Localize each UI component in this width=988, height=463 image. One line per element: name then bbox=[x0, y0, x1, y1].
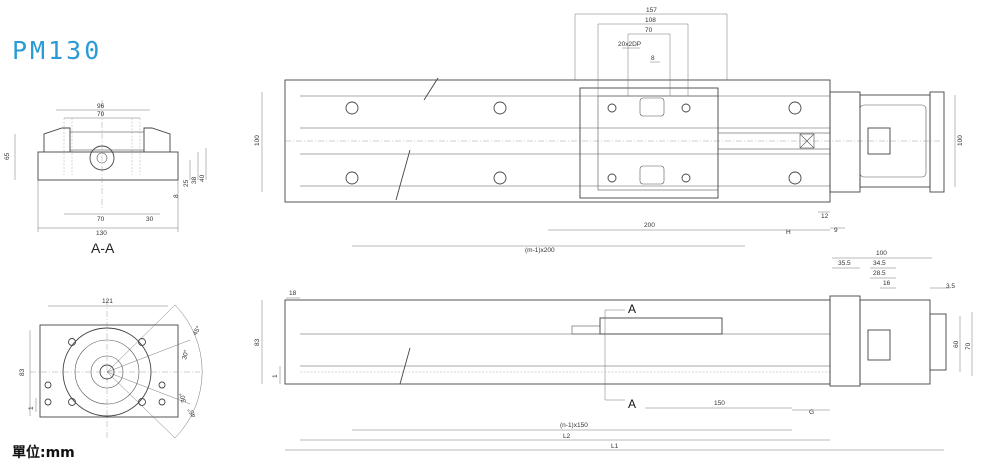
side-motor-flange bbox=[859, 299, 931, 385]
end-view-carriage bbox=[69, 131, 145, 151]
top-motor-inner bbox=[859, 104, 927, 178]
dim-text: 121 bbox=[102, 298, 113, 305]
end-view-hidden-lines bbox=[63, 118, 141, 175]
dim-text: 83 bbox=[19, 368, 26, 376]
dim-text: 38 bbox=[191, 176, 198, 184]
end-view-base bbox=[37, 151, 179, 181]
dim-text: 157 bbox=[646, 7, 657, 14]
dim-text: 130 bbox=[96, 230, 107, 237]
section-marker: A bbox=[628, 397, 636, 411]
top-rail-inner-lines bbox=[300, 95, 830, 187]
model-title: PM130 bbox=[12, 36, 103, 65]
dim-text: 70 bbox=[97, 216, 105, 223]
dim-text: 28.5 bbox=[873, 270, 886, 277]
dim-text: 83 bbox=[254, 338, 261, 346]
dim-text: 100 bbox=[254, 135, 261, 146]
side-carriage bbox=[599, 317, 723, 335]
top-end-cap bbox=[829, 91, 861, 193]
top-motor-body bbox=[929, 91, 945, 193]
dim-text: 30 bbox=[146, 216, 154, 223]
top-coupling-box bbox=[799, 133, 815, 149]
dim-text: 70 bbox=[97, 111, 105, 118]
dim-text: 34.5 bbox=[873, 260, 886, 267]
dim-text: L1 bbox=[611, 443, 619, 450]
end-view-side-walls bbox=[43, 127, 171, 152]
dim-text: 9 bbox=[834, 227, 838, 234]
flange-centerlines bbox=[30, 300, 200, 440]
top-carriage-inner bbox=[597, 95, 719, 191]
flange-angle-arc bbox=[174, 304, 203, 439]
side-carriage-cap bbox=[571, 325, 601, 335]
dim-text: 100 bbox=[957, 135, 964, 146]
side-dimension-lines bbox=[261, 257, 973, 451]
dim-text: (n-1)x150 bbox=[560, 422, 588, 429]
dim-text: 30° bbox=[180, 349, 190, 361]
dim-text: 200 bbox=[644, 222, 655, 229]
side-motor-shaft bbox=[867, 329, 891, 361]
flange-bolt-marks bbox=[44, 338, 166, 406]
dim-text: 16 bbox=[883, 280, 891, 287]
top-carriage bbox=[579, 87, 719, 199]
dim-text: 96 bbox=[97, 103, 105, 110]
dim-text: 20x2DP bbox=[618, 41, 641, 48]
flange-outline bbox=[39, 324, 179, 418]
dim-text: 45° bbox=[186, 406, 198, 419]
side-end-cap bbox=[829, 295, 861, 387]
flange-dimension-lines bbox=[29, 305, 168, 416]
dim-text: 60 bbox=[953, 340, 960, 348]
dim-text: 25 bbox=[183, 179, 190, 187]
dim-text: 1 bbox=[272, 374, 279, 378]
top-view: 157 108 70 20x2DP 8 100 100 200 (m-1)x20… bbox=[254, 7, 964, 254]
top-dimension-lines bbox=[261, 13, 956, 247]
side-rail-inner-lines bbox=[300, 333, 830, 367]
dim-text: 108 bbox=[645, 17, 656, 24]
dim-text: 8 bbox=[173, 194, 180, 198]
top-mount-holes bbox=[345, 101, 802, 185]
flange-view: 121 83 45° 30° 30° 45° 1 bbox=[19, 298, 203, 440]
dim-text: L2 bbox=[563, 433, 571, 440]
top-break-lines bbox=[395, 77, 439, 201]
dim-text: 70 bbox=[965, 342, 972, 350]
end-view: 96 70 65 70 30 130 25 38 40 8 bbox=[4, 100, 207, 237]
side-view: A A 18 83 1 100 35.5 34.5 28.5 16 3.5 60… bbox=[254, 250, 973, 451]
dim-text: (m-1)x200 bbox=[525, 247, 555, 254]
section-cut-line bbox=[604, 309, 625, 401]
dim-text: 1 bbox=[28, 406, 35, 410]
side-rail-body bbox=[284, 299, 831, 385]
top-motor-shaft bbox=[867, 127, 891, 155]
section-marker: A bbox=[628, 302, 636, 316]
dim-text: 65 bbox=[4, 152, 11, 160]
dim-text: G bbox=[809, 409, 814, 416]
dim-text: 150 bbox=[714, 400, 725, 407]
section-label: A-A bbox=[91, 240, 115, 256]
dim-text: 45° bbox=[191, 324, 203, 337]
top-carriage-slot bbox=[639, 165, 665, 185]
dim-text: 8 bbox=[651, 55, 655, 62]
top-coupling-cross bbox=[799, 133, 815, 149]
dim-text: 30° bbox=[178, 392, 188, 404]
side-motor-body bbox=[929, 313, 947, 371]
dim-text: 40 bbox=[199, 174, 206, 182]
dim-text: 3.5 bbox=[946, 283, 955, 290]
dim-text: 12 bbox=[821, 213, 829, 220]
dim-text: 70 bbox=[645, 27, 653, 34]
side-break-line bbox=[399, 347, 411, 385]
dim-text: 18 bbox=[289, 290, 297, 297]
dim-text: H bbox=[786, 229, 791, 236]
unit-label: 單位:mm bbox=[12, 445, 75, 461]
end-view-dimension-lines bbox=[14, 109, 207, 232]
dim-text: 35.5 bbox=[838, 260, 851, 267]
top-carriage-slot bbox=[639, 97, 665, 117]
dim-text: 100 bbox=[876, 250, 887, 257]
